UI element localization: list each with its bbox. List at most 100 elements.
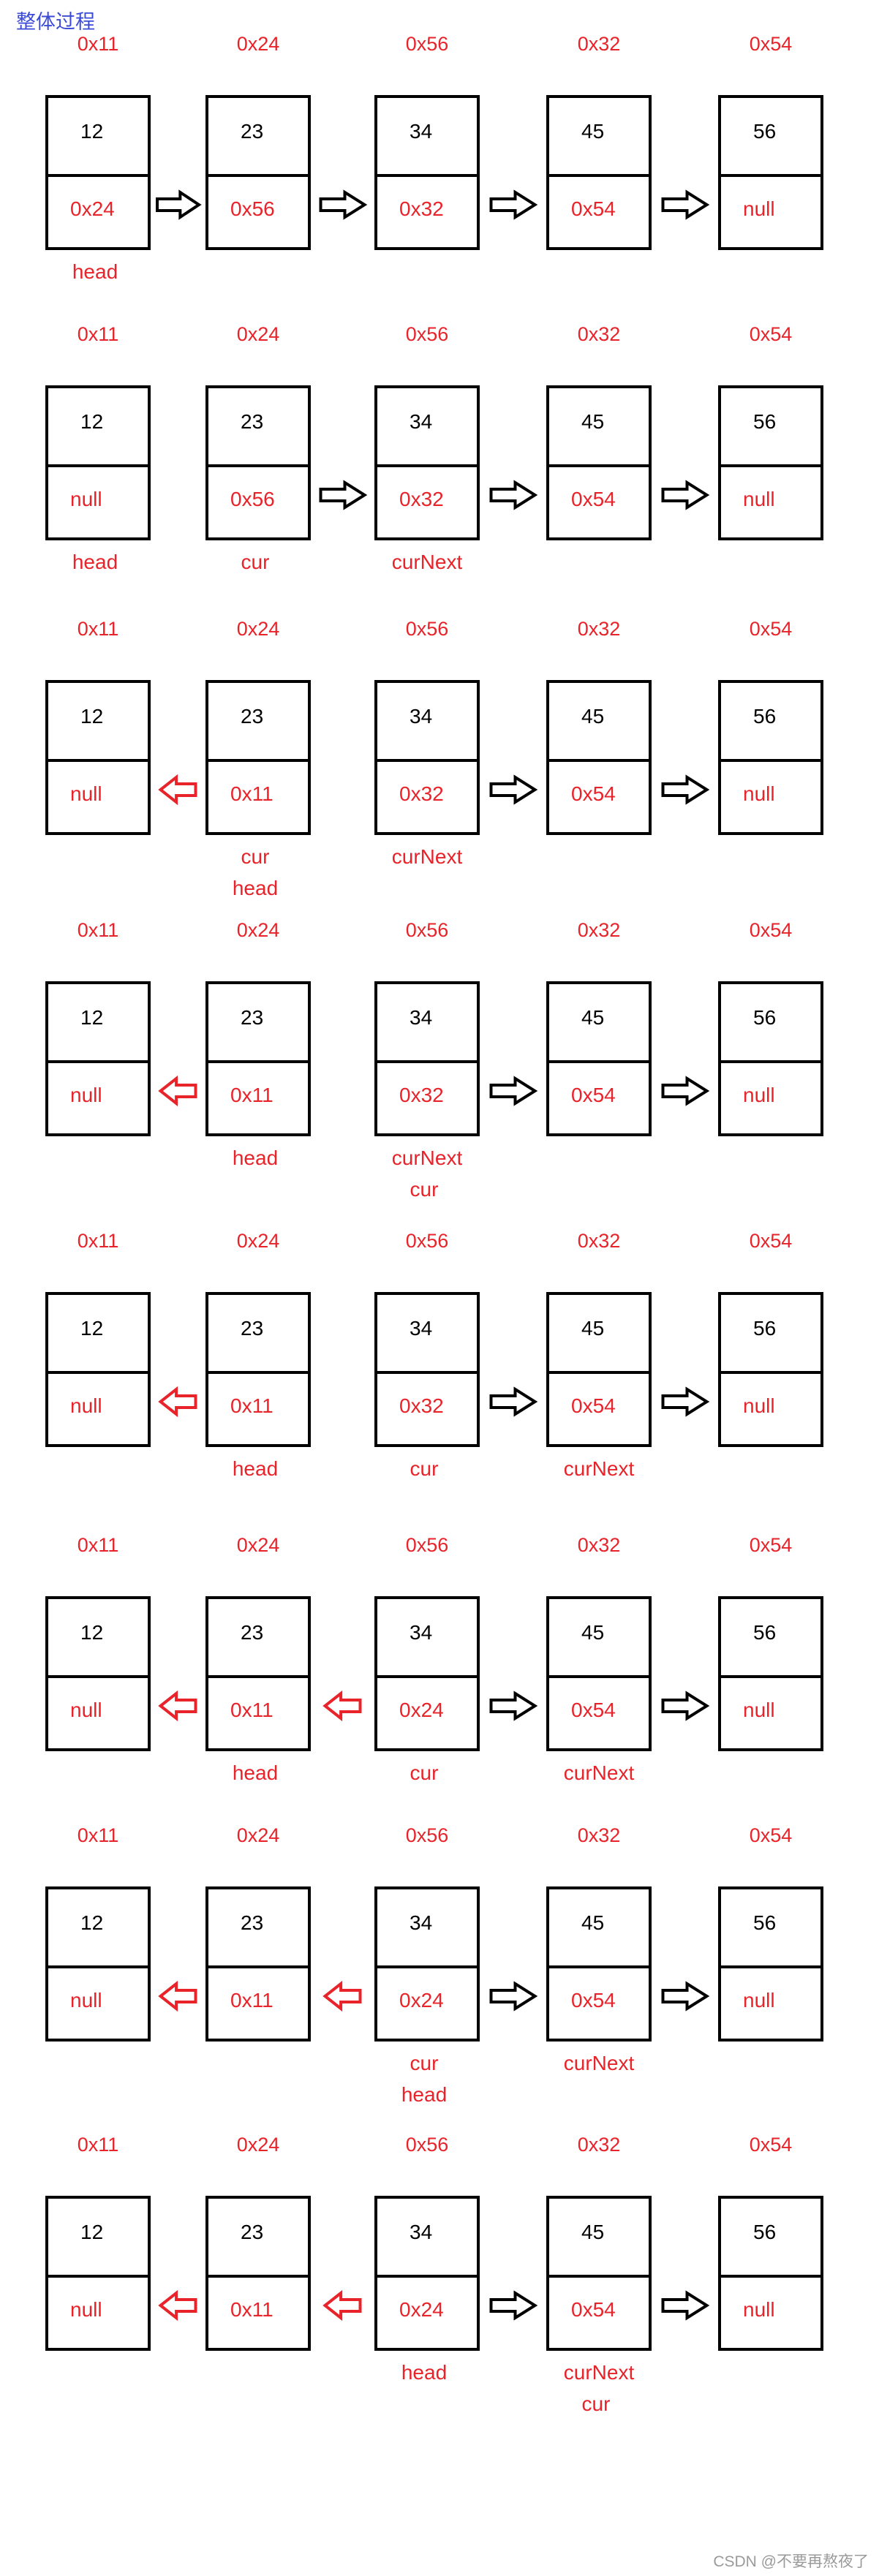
node-next-pointer: 0x54	[571, 488, 616, 510]
node-next-pointer: null	[70, 488, 102, 510]
node-value: 34	[410, 2221, 433, 2243]
reversed-next-arrow	[322, 1690, 362, 1722]
node-value-cell: 34	[377, 1295, 477, 1374]
node-value-cell: 12	[48, 683, 148, 762]
node-address-label: 0x11	[77, 1534, 119, 1556]
next-arrow	[661, 480, 710, 510]
node-value: 56	[753, 1621, 777, 1644]
node-value-cell: 12	[48, 98, 148, 177]
next-arrow	[661, 1691, 710, 1721]
node-next-pointer: null	[70, 1084, 102, 1106]
arrows-layer	[158, 1075, 710, 1107]
node-value-cell: 56	[721, 1295, 820, 1374]
pointer-label-head: head	[232, 877, 279, 899]
node-next-pointer: 0x54	[571, 1394, 616, 1417]
node-address-label: 0x11	[77, 2134, 119, 2156]
node-next-pointer: 0x11	[230, 1989, 273, 2012]
next-arrow	[661, 189, 710, 220]
node-address-label: 0x54	[749, 919, 793, 941]
node-address-label: 0x24	[236, 1824, 280, 1846]
node-value: 23	[241, 1006, 264, 1029]
node-next-pointer: 0x32	[399, 782, 444, 805]
node-next-pointer: 0x24	[399, 1989, 444, 2012]
node-address-label: 0x11	[77, 323, 119, 345]
node-value: 56	[753, 2221, 777, 2243]
node-value-cell: 45	[549, 1295, 649, 1374]
next-arrow	[489, 1076, 538, 1106]
node-address-label: 0x32	[577, 323, 621, 345]
node-next-pointer: null	[743, 1699, 775, 1721]
node-next-pointer: null	[70, 1394, 102, 1417]
arrows-layer	[158, 1386, 710, 1418]
node-value: 56	[753, 1006, 777, 1029]
node-address-label: 0x32	[577, 2134, 621, 2156]
node-value-cell: 45	[549, 1599, 649, 1678]
node-next-pointer: 0x54	[571, 1699, 616, 1721]
node-address-label: 0x56	[405, 323, 449, 345]
node-next-pointer: 0x54	[571, 1084, 616, 1106]
node-next-pointer: 0x24	[70, 197, 115, 220]
arrows-layer	[158, 1980, 710, 2012]
node-address-label: 0x54	[749, 1534, 793, 1556]
node-next-pointer: null	[743, 782, 775, 805]
pointer-label-cur: cur	[241, 551, 270, 573]
node-value-cell: 23	[208, 683, 308, 762]
list-node: 56 null	[718, 1292, 823, 1447]
node-next-pointer: null	[743, 1394, 775, 1417]
node-address-label: 0x32	[577, 1534, 621, 1556]
pointer-label-cur: cur	[241, 845, 270, 868]
node-value: 34	[410, 410, 433, 433]
node-address-label: 0x54	[749, 1824, 793, 1846]
node-address-label: 0x11	[77, 618, 119, 640]
node-value: 12	[80, 410, 104, 433]
node-address-label: 0x11	[77, 919, 119, 941]
node-value: 56	[753, 705, 777, 728]
next-arrow	[489, 1386, 538, 1417]
node-value: 12	[80, 1911, 104, 1934]
reversed-next-arrow	[158, 1980, 197, 2012]
node-value: 23	[241, 1317, 264, 1340]
next-arrow	[156, 189, 202, 220]
node-value: 34	[410, 1911, 433, 1934]
node-next-pointer: null	[70, 1699, 102, 1721]
node-value-cell: 23	[208, 388, 308, 467]
node-next-pointer: null	[743, 1989, 775, 2012]
node-next-pointer: 0x11	[230, 782, 273, 805]
node-value-cell: 12	[48, 1295, 148, 1374]
list-node: 56 null	[718, 1596, 823, 1751]
node-value: 56	[753, 410, 777, 433]
arrows-layer	[319, 480, 710, 510]
node-value: 34	[410, 1317, 433, 1340]
node-value-cell: 34	[377, 98, 477, 177]
node-value: 12	[80, 705, 104, 728]
node-value-cell: 45	[549, 388, 649, 467]
node-value-cell: 12	[48, 2199, 148, 2278]
next-arrow	[661, 1386, 710, 1417]
node-value: 23	[241, 705, 264, 728]
next-arrow	[319, 189, 368, 220]
list-node: 45 0x54	[546, 385, 652, 540]
pointer-label-head: head	[72, 260, 118, 283]
node-value-cell: 12	[48, 388, 148, 467]
node-address-label: 0x11	[77, 33, 119, 55]
node-address-label: 0x24	[236, 1230, 280, 1252]
node-value: 45	[581, 1911, 605, 1934]
node-address-label: 0x56	[405, 618, 449, 640]
pointer-label-cur: cur	[410, 1761, 439, 1784]
next-arrow	[661, 774, 710, 805]
reversed-next-arrow	[158, 1075, 197, 1107]
node-next-pointer: 0x32	[399, 488, 444, 510]
pointer-label-curnext: curNext	[563, 1761, 635, 1784]
